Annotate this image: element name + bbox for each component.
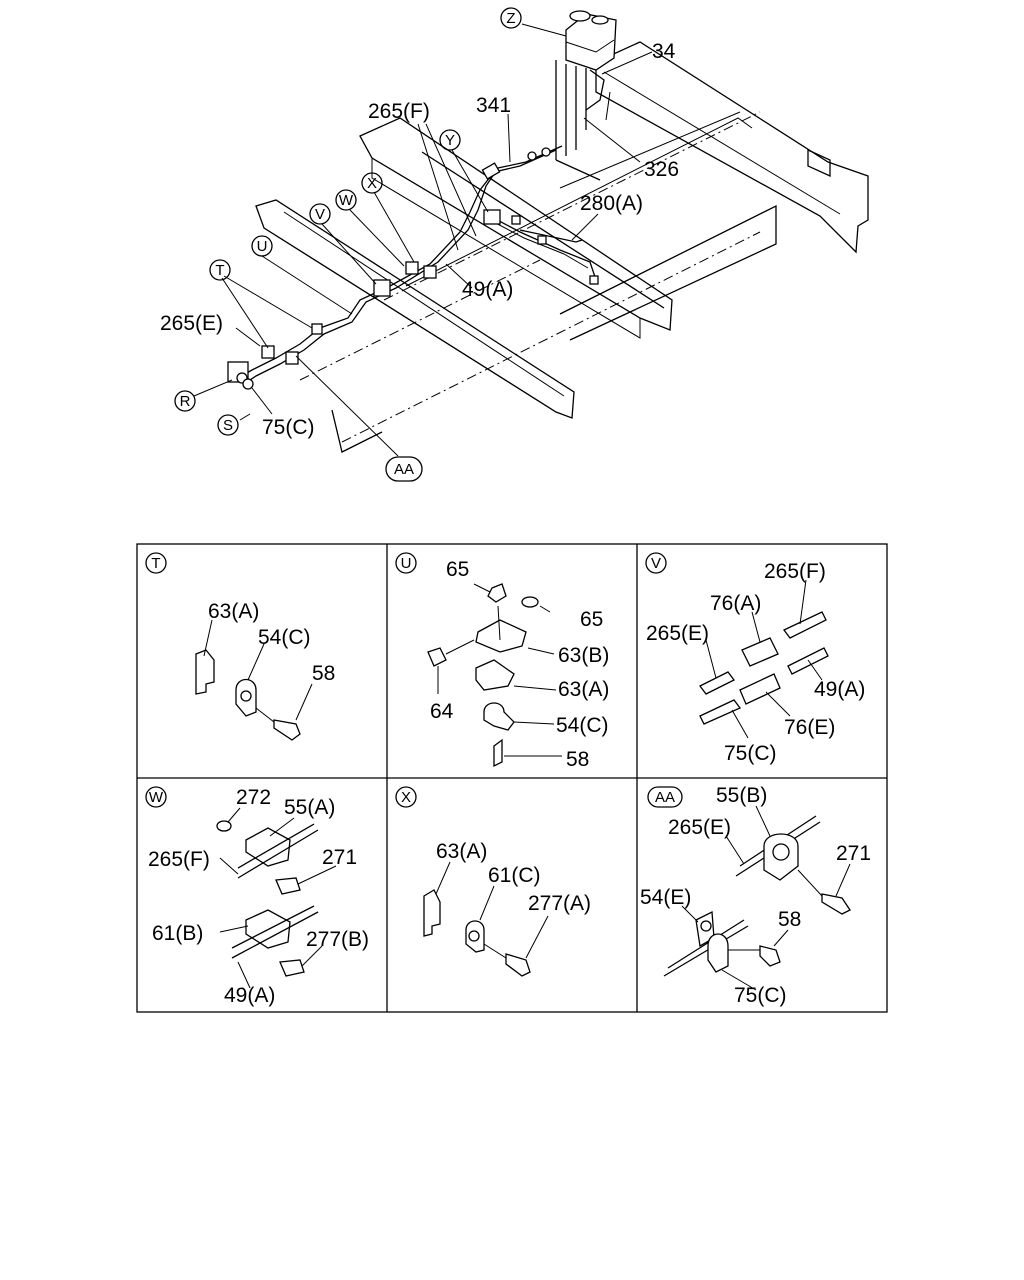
detail-V-label-5: 76(E): [784, 716, 835, 739]
detail-AA-label-4: 54(E): [640, 886, 691, 909]
svg-text:AA: AA: [394, 461, 414, 478]
callout-Z: Z: [500, 7, 522, 29]
detail-U-label-3: 63(B): [558, 644, 609, 667]
svg-text:W: W: [339, 192, 354, 209]
svg-text:T: T: [151, 555, 160, 572]
label-280A: 280(A): [580, 192, 643, 215]
detail-U-label-5: 63(A): [558, 678, 609, 701]
label-75C: 75(C): [262, 416, 315, 439]
svg-text:R: R: [180, 393, 191, 410]
detail-V-label-1: 265(F): [764, 560, 826, 583]
detail-U: U 65 65 63(B) 64 63(A) 54(C) 58: [395, 552, 609, 771]
svg-text:W: W: [149, 789, 164, 806]
detail-W-label-4: 271: [322, 846, 357, 869]
detail-V: V 265(F) 76(A) 265(E) 49(A) 76(E) 75(C): [645, 552, 865, 765]
svg-text:X: X: [367, 175, 377, 192]
leader-lines: [193, 23, 653, 457]
detail-T-label-2: 54(C): [258, 626, 311, 649]
label-326: 326: [644, 158, 679, 181]
detail-U-label-2: 65: [580, 608, 603, 631]
label-265F: 265(F): [368, 100, 430, 123]
detail-W-label-1: 272: [236, 786, 271, 809]
callout-V: V: [309, 203, 331, 225]
detail-X-label-2: 61(C): [488, 864, 541, 887]
callout-Y: Y: [439, 129, 461, 151]
label-265E: 265(E): [160, 312, 223, 335]
callout-R: R: [174, 390, 196, 412]
detail-V-label-3: 265(E): [646, 622, 709, 645]
svg-text:U: U: [257, 238, 268, 255]
detail-W-label-3: 265(F): [148, 848, 210, 871]
clamps-and-fittings: [227, 147, 599, 390]
detail-T-label-3: 58: [312, 662, 335, 685]
detail-W-label-7: 49(A): [224, 984, 275, 1007]
callout-U: U: [251, 235, 273, 257]
label-49A: 49(A): [462, 278, 513, 301]
detail-AA-label-5: 58: [778, 908, 801, 931]
detail-AA-label-2: 265(E): [668, 816, 731, 839]
detail-AA: AA 55(B) 265(E) 271 54(E) 58 75(C): [640, 784, 871, 1007]
svg-text:Y: Y: [445, 132, 455, 149]
detail-X-label-3: 277(A): [528, 892, 591, 915]
detail-U-label-4: 64: [430, 700, 454, 723]
detail-T-label-1: 63(A): [208, 600, 259, 623]
svg-text:X: X: [401, 789, 411, 806]
detail-W-label-2: 55(A): [284, 796, 335, 819]
main-assembly: Z Y X W V U T R: [160, 7, 869, 482]
svg-text:V: V: [651, 555, 661, 572]
callout-X: X: [361, 172, 383, 194]
detail-AA-label-3: 271: [836, 842, 871, 865]
label-34: 34: [652, 40, 676, 63]
callout-AA: AA: [385, 456, 423, 482]
detail-grid: [136, 543, 888, 1013]
detail-AA-label-1: 55(B): [716, 784, 767, 807]
detail-W-label-6: 277(B): [306, 928, 369, 951]
svg-text:V: V: [315, 206, 325, 223]
svg-text:AA: AA: [655, 789, 675, 806]
callout-W: W: [335, 189, 357, 211]
label-341: 341: [476, 94, 511, 117]
detail-V-label-4: 49(A): [814, 678, 865, 701]
detail-X: X 63(A) 61(C) 277(A): [395, 786, 591, 977]
detail-U-label-1: 65: [446, 558, 469, 581]
svg-text:U: U: [401, 555, 412, 572]
detail-W-label-5: 61(B): [152, 922, 203, 945]
detail-T: T 63(A) 54(C) 58: [145, 552, 335, 741]
detail-AA-label-6: 75(C): [734, 984, 787, 1007]
detail-U-label-6: 54(C): [556, 714, 609, 737]
svg-text:T: T: [215, 262, 224, 279]
front-cross-member: [255, 199, 575, 419]
callout-T: T: [209, 259, 231, 281]
detail-V-label-6: 75(C): [724, 742, 777, 765]
detail-W: W 272 55(A) 265(F) 271 61(B) 277(B) 49(A…: [145, 786, 369, 1007]
svg-text:S: S: [223, 417, 233, 434]
detail-V-label-2: 76(A): [710, 592, 761, 615]
rear-cross-member: [595, 41, 869, 254]
reservoir-tank: [555, 10, 617, 181]
callout-S: S: [217, 414, 239, 436]
detail-U-label-7: 58: [566, 748, 589, 771]
svg-text:Z: Z: [506, 10, 515, 27]
detail-X-label-1: 63(A): [436, 840, 487, 863]
